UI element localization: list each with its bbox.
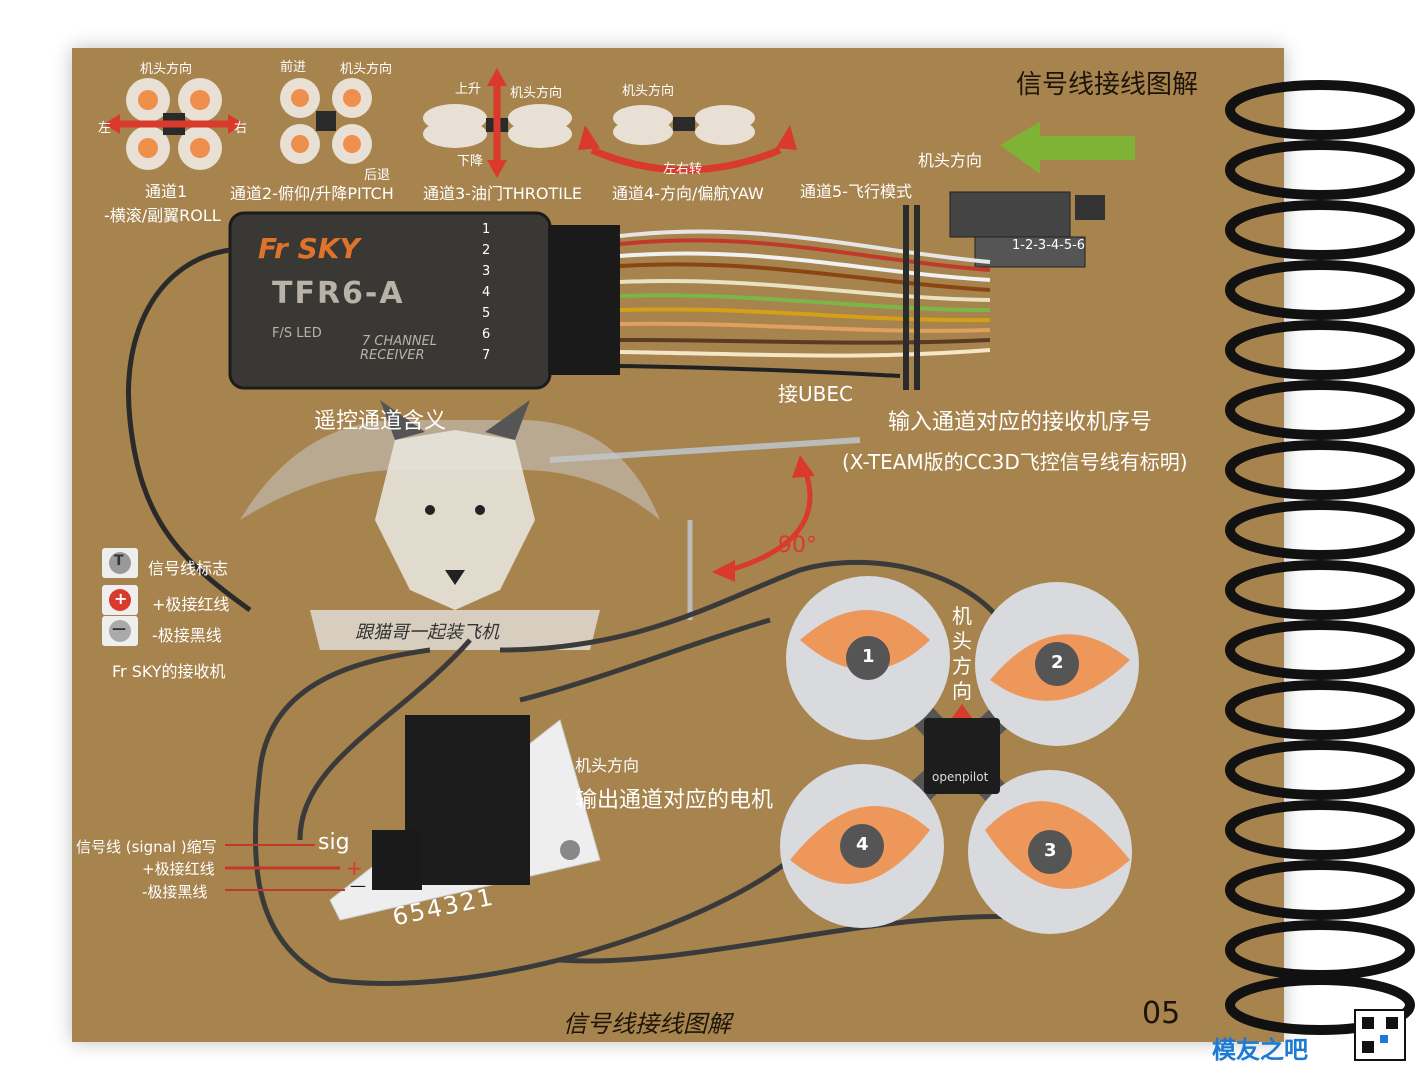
motor-3-label: 3 — [1044, 840, 1057, 861]
nose-vertical-4: 向 — [952, 679, 972, 703]
connector-pins: 1-2-3-4-5-6 — [1012, 238, 1086, 253]
site-logo: 模友之吧 — [1212, 1036, 1308, 1064]
ch2-back: 后退 — [364, 168, 391, 183]
ch2-label: 通道2-俯仰/升降PITCH — [230, 184, 394, 203]
pin-minus-sym: — — [350, 876, 366, 895]
page-number: 05 — [1142, 996, 1181, 1031]
ubec-label: 接UBEC — [778, 382, 853, 406]
motor-4 — [840, 824, 884, 868]
connector-block — [949, 191, 1105, 268]
receiver-body — [228, 211, 620, 390]
motor-1 — [846, 636, 890, 680]
ch1-dir: 机头方向 — [140, 62, 193, 77]
legend-signal-symbol: T — [114, 553, 124, 569]
page-title: 信号线接线图解 — [1016, 70, 1199, 100]
footer-caption: 信号线接线图解 — [563, 1010, 731, 1038]
legend-symbols — [102, 548, 138, 646]
receiver-line2: RECEIVER — [360, 348, 425, 363]
receiver-line1: 7 CHANNEL — [362, 334, 438, 349]
motor-3 — [1028, 830, 1072, 874]
banner-text: 跟猫哥一起装飞机 — [355, 622, 499, 643]
channel1-quad-icon — [104, 78, 244, 170]
legend-plus: +极接红线 — [152, 595, 230, 614]
receiver-pin-1: 1 — [482, 222, 491, 237]
ch3-down: 下降 — [457, 154, 484, 169]
ch4-label: 通道4-方向/偏航YAW — [612, 184, 764, 203]
channel2-quad-icon — [280, 78, 372, 164]
receiver-pin-3: 3 — [482, 264, 491, 279]
output-map-label: 输出通道对应的电机 — [575, 788, 774, 813]
ch4-turn: 左右转 — [663, 162, 703, 177]
ch5-label: 通道5-飞行模式 — [800, 182, 912, 201]
xteam-note: (X-TEAM版的CC3D飞控信号线有标明) — [842, 450, 1188, 474]
pin-plus-label: +极接红线 — [142, 860, 215, 878]
receiver-pin-4: 4 — [482, 285, 491, 300]
input-map-label: 输入通道对应的接收机序号 — [888, 410, 1153, 435]
motor-1-label: 1 — [862, 646, 875, 667]
receiver-pin-6: 6 — [482, 327, 491, 342]
channel3-quad-icon — [423, 68, 572, 178]
pin-signal-label: 信号线 (signal )缩写 — [76, 838, 217, 856]
ch2-forward: 前进 — [280, 60, 307, 75]
receiver-model: TFR6-A — [272, 276, 405, 311]
pin-minus-label: -极接黑线 — [142, 883, 208, 901]
angle-label: 90° — [778, 533, 817, 558]
openpilot-label: openpilot — [932, 770, 989, 784]
ch3-label: 通道3-油门THROTILE — [423, 184, 582, 203]
ch2-dir: 机头方向 — [340, 62, 393, 77]
nose-vertical-2: 头 — [952, 629, 972, 653]
ch4-dir: 机头方向 — [622, 84, 675, 99]
flight-controller — [329, 715, 601, 921]
servo-wires — [619, 229, 991, 378]
ch1-left: 左 — [98, 121, 112, 136]
divider-bar — [914, 205, 920, 390]
nose-vertical-1: 机 — [952, 604, 972, 628]
ch1-label2: -横滚/副翼ROLL — [104, 206, 221, 225]
receiver-brand: Fr SKY — [258, 232, 360, 265]
channel4-quad-icon — [578, 105, 797, 174]
receiver-pin-5: 5 — [482, 306, 491, 321]
pin-sig: sig — [318, 830, 350, 855]
ch3-dir: 机头方向 — [510, 86, 563, 101]
legend-minus-symbol: — — [112, 621, 126, 637]
motor-2 — [1035, 642, 1079, 686]
legend-plus-symbol: + — [114, 589, 128, 608]
pin-plus-sym: + — [346, 856, 363, 880]
receiver-pin-7: 7 — [482, 348, 491, 363]
legend-receiver: Fr SKY的接收机 — [112, 662, 226, 681]
angle-arrow-top — [792, 455, 815, 478]
ch1-right: 右 — [234, 121, 248, 136]
twisted-cables — [253, 559, 1061, 986]
nose-vertical-3: 方 — [952, 654, 972, 678]
remote-meaning-label: 遥控通道含义 — [314, 409, 447, 434]
motor-4-label: 4 — [856, 834, 869, 855]
motor-2-label: 2 — [1051, 652, 1064, 673]
ch1-label1: 通道1 — [145, 182, 188, 201]
ch3-up: 上升 — [455, 82, 482, 97]
connector-dir: 机头方向 — [918, 151, 983, 170]
wolf-emblem — [240, 400, 660, 650]
legend-signal: 信号线标志 — [148, 559, 229, 578]
legend-minus: -极接黑线 — [152, 626, 222, 645]
divider-bar — [903, 205, 909, 390]
receiver-fs-led: F/S LED — [272, 326, 322, 341]
angle-arrow-left — [712, 560, 735, 582]
angle-arc — [729, 469, 813, 573]
output-dir-label: 机头方向 — [575, 756, 640, 775]
nose-arrow-green — [1000, 122, 1135, 174]
spiral-binding — [1225, 80, 1415, 1035]
receiver-cable — [126, 247, 252, 613]
receiver-pin-2: 2 — [482, 243, 491, 258]
